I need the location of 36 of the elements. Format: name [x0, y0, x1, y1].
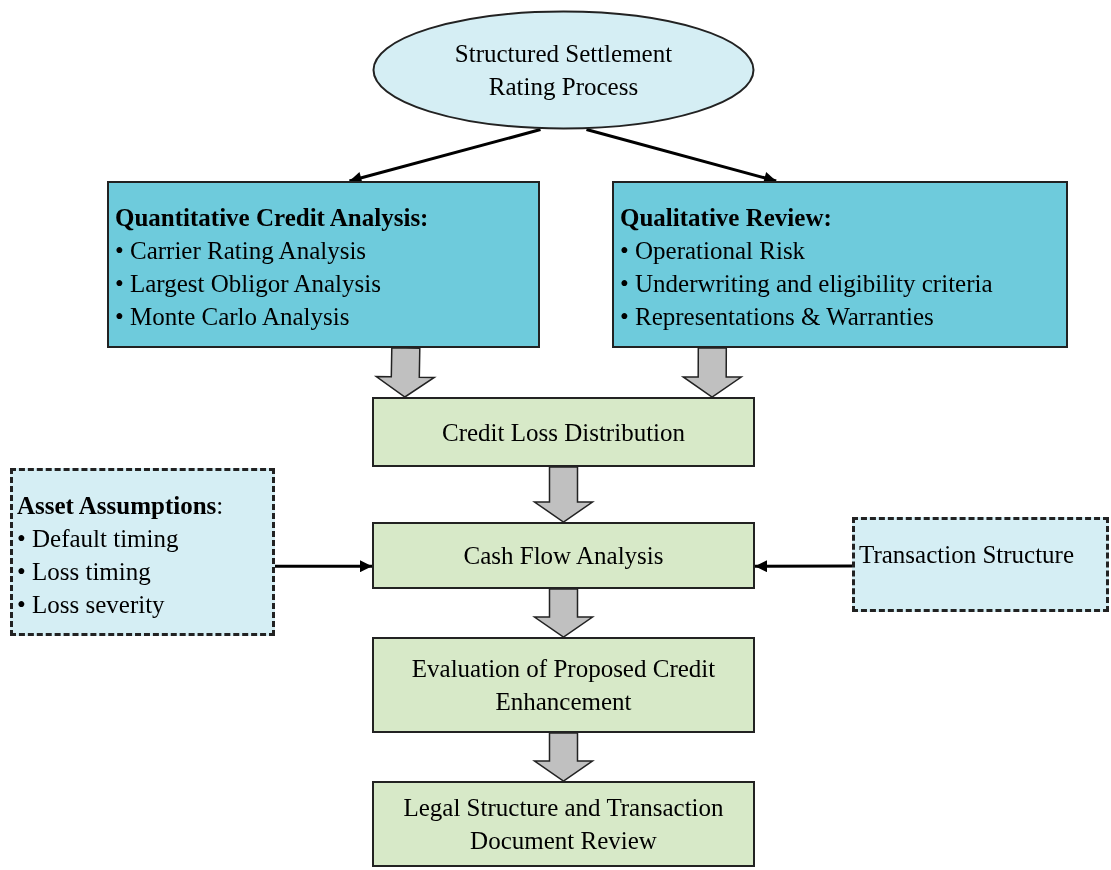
node-text: Structured Settlement Rating Process	[453, 39, 674, 102]
node-text: Legal Structure and Transaction Document Review	[402, 793, 725, 856]
heading-text: Asset Assumptions:	[17, 491, 225, 521]
input-box	[10, 468, 275, 636]
block-arrow	[532, 466, 595, 523]
heading-text: Qualitative Review:	[620, 203, 833, 233]
block-arrow	[532, 732, 595, 782]
bullet-item: • Operational Risk	[620, 236, 807, 266]
bullet-item: • Underwriting and eligibility criteria	[620, 269, 994, 299]
process-box	[372, 637, 755, 733]
bullet-item: • Loss timing	[17, 557, 152, 587]
bullet-item: • Monte Carlo Analysis	[115, 302, 351, 332]
node-text: Evaluation of Proposed Credit Enhancement	[410, 654, 717, 717]
arrow	[586, 128, 777, 184]
bullet-item: • Default timing	[17, 524, 180, 554]
arrow	[755, 560, 852, 573]
arrow	[275, 560, 372, 573]
process-box	[372, 781, 755, 867]
analysis-box	[612, 181, 1068, 348]
node-text: Transaction Structure	[859, 540, 1075, 570]
bullet-item: • Carrier Rating Analysis	[115, 236, 368, 266]
block-arrow	[680, 347, 744, 398]
heading-text: Quantitative Credit Analysis:	[115, 203, 430, 233]
node-text: Cash Flow Analysis	[463, 541, 664, 571]
input-box	[852, 517, 1109, 612]
arrow	[349, 128, 541, 184]
node-text: Credit Loss Distribution	[441, 417, 686, 448]
bullet-item: • Largest Obligor Analysis	[115, 269, 382, 299]
block-arrow	[532, 588, 595, 638]
start-ellipse	[372, 10, 755, 130]
bullet-item: • Loss severity	[17, 590, 166, 620]
analysis-box	[107, 181, 540, 348]
process-box	[372, 397, 755, 467]
process-box	[372, 522, 755, 589]
block-arrow	[373, 347, 437, 398]
bullet-item: • Representations & Warranties	[620, 302, 935, 332]
